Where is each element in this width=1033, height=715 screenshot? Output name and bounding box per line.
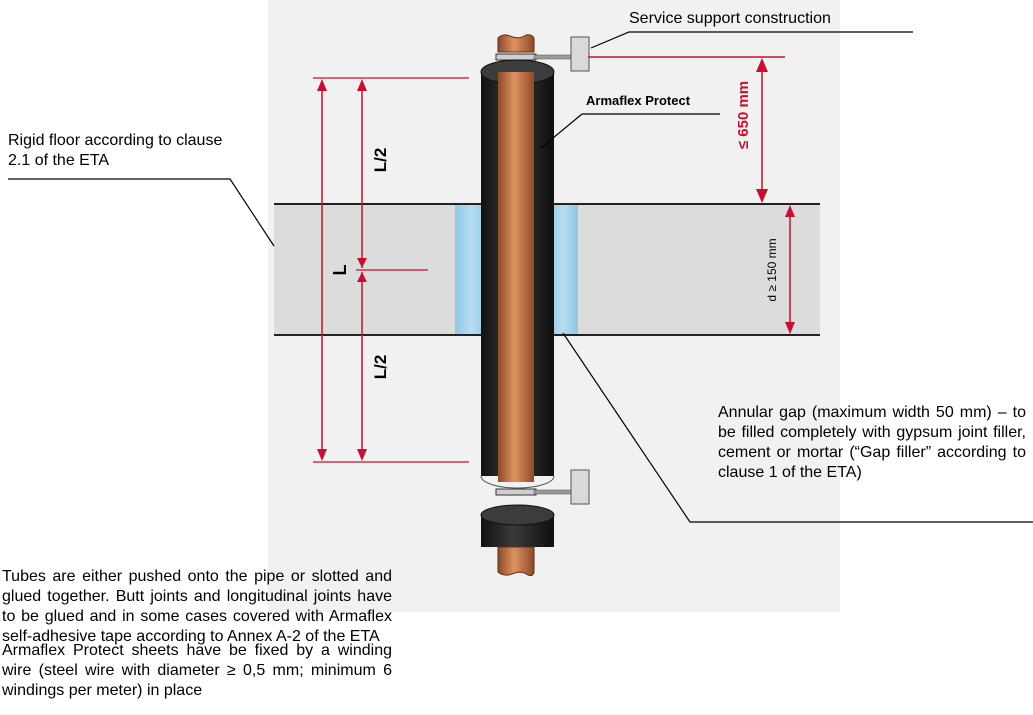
dim-half-arrow-mid-down — [357, 272, 367, 282]
dim-L-arrow-bottom — [317, 449, 327, 461]
armaflex-protect-leader — [540, 113, 583, 149]
rigid-floor-label: Rigid floor according to clause 2.1 of t… — [8, 132, 223, 169]
support-clamp-bottom-rod — [533, 489, 573, 495]
dim-half-arrow-bottom — [357, 449, 367, 461]
support-clamp-bottom-band — [495, 488, 537, 496]
support-plate-bottom — [570, 469, 590, 505]
dim-650-arrow-bottom — [756, 189, 768, 203]
pipe-bottom-stub — [497, 546, 535, 577]
support-clamp-top-band — [495, 53, 537, 61]
annular-gap-label: Annular gap (maximum width 50 mm) – to b… — [718, 404, 1026, 481]
dim-150-arrow-bottom — [785, 322, 795, 334]
dim-half-bottom-label: L/2 — [371, 355, 390, 380]
dim-half-arrow-top — [357, 79, 367, 91]
service-support-label: Service support construction — [629, 10, 831, 27]
dim-L-arrow-top — [317, 79, 327, 91]
dim-half-arrow-mid-up — [357, 258, 367, 268]
dim-L-label: L — [330, 265, 350, 276]
support-plate-top — [570, 36, 590, 72]
pipe-top-stub — [497, 34, 535, 53]
tubes-note: Tubes are either pushed onto the pipe or… — [2, 568, 392, 645]
insulation-lower-segment-top — [480, 504, 555, 526]
dim-150-label: d ≥ 150 mm — [765, 238, 779, 301]
support-clamp-top-rod — [533, 54, 573, 60]
rigid-floor-leader — [8, 178, 275, 247]
service-support-leader — [590, 31, 913, 49]
copper-pipe — [498, 72, 534, 482]
sheets-note: Armaflex Protect sheets have be fixed by… — [2, 642, 392, 699]
annular-gap-leader — [562, 332, 1033, 523]
dim-150-arrow-top — [785, 205, 795, 217]
armaflex-protect-label: Armaflex Protect — [586, 93, 691, 108]
dim-650-label: ≤ 650 mm — [735, 81, 752, 149]
insulation-bottom-end — [480, 475, 555, 489]
dim-650-arrow-top — [756, 58, 768, 72]
dim-half-top-label: L/2 — [371, 148, 390, 173]
